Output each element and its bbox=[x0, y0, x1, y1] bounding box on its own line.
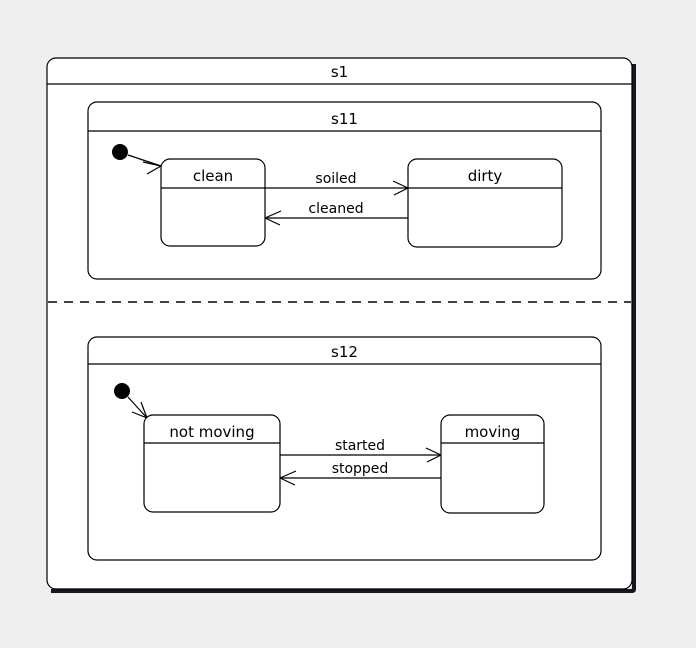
transition-cleaned-label: cleaned bbox=[308, 201, 363, 217]
s1-border bbox=[46, 57, 633, 590]
state-dirty-label: dirty bbox=[468, 167, 503, 185]
transition-stopped-label: stopped bbox=[332, 461, 389, 477]
state-moving-label: moving bbox=[465, 423, 521, 441]
transition-started-label: started bbox=[335, 438, 385, 454]
s12-initial-transition-arrow[interactable] bbox=[127, 396, 148, 419]
state-clean[interactable]: clean bbox=[160, 158, 266, 247]
transition-started[interactable]: started bbox=[280, 438, 442, 463]
region-s12[interactable]: s12 not moving moving bbox=[87, 336, 602, 561]
state-moving-border bbox=[440, 414, 545, 514]
state-dirty[interactable]: dirty bbox=[407, 158, 563, 248]
state-dirty-background bbox=[408, 159, 562, 247]
s12-title: s12 bbox=[331, 343, 358, 361]
s12-initial-state-dot[interactable] bbox=[114, 383, 130, 399]
transition-soiled[interactable]: soiled bbox=[265, 171, 409, 196]
transition-stopped[interactable]: stopped bbox=[279, 461, 441, 486]
state-clean-border bbox=[160, 158, 266, 247]
s12-border bbox=[87, 336, 602, 561]
state-not-moving-background bbox=[144, 415, 280, 512]
transition-cleaned[interactable]: cleaned bbox=[264, 201, 408, 226]
s11-initial-state-dot[interactable] bbox=[112, 144, 128, 160]
state-not-moving-border bbox=[143, 414, 281, 513]
state-clean-background bbox=[161, 159, 265, 246]
s1-title: s1 bbox=[331, 63, 348, 81]
region-s11[interactable]: s11 clean dirty bbox=[87, 101, 602, 280]
state-moving[interactable]: moving bbox=[440, 414, 545, 514]
transition-soiled-label: soiled bbox=[315, 171, 356, 187]
state-not-moving[interactable]: not moving bbox=[143, 414, 281, 513]
state-not-moving-label: not moving bbox=[169, 423, 254, 441]
s11-initial-transition-arrow[interactable] bbox=[127, 154, 162, 175]
state-clean-label: clean bbox=[193, 167, 233, 185]
s11-border bbox=[87, 101, 602, 280]
state-moving-background bbox=[441, 415, 544, 513]
state-dirty-border bbox=[407, 158, 563, 248]
s11-title: s11 bbox=[331, 110, 358, 128]
